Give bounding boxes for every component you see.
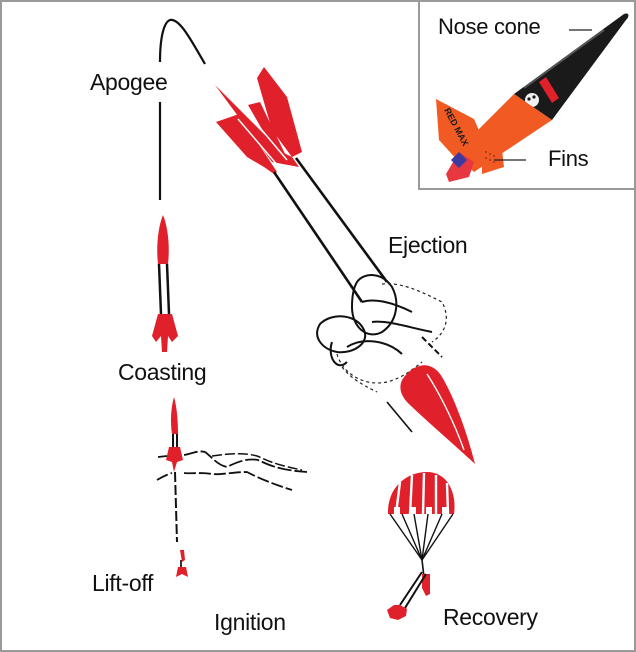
lift-off-scene — [156, 397, 308, 577]
callout-label-nose-cone: Nose cone — [438, 14, 541, 39]
stage-label-apogee: Apogee — [90, 69, 168, 95]
recovery-parachute — [387, 472, 455, 620]
ejection-rocket — [215, 67, 475, 464]
stage-label-lift-off: Lift-off — [92, 570, 154, 596]
model-rocket-photo: RED MAX — [436, 13, 629, 182]
model-lower-fin — [482, 142, 504, 174]
ejected-nose-cone — [400, 365, 475, 464]
stage-label-recovery: Recovery — [443, 604, 538, 630]
stage-label-coasting: Coasting — [118, 359, 207, 385]
stage-label-ignition: Ignition — [214, 609, 286, 635]
model-upper-fin — [436, 99, 484, 162]
model-rocket-inset: RED MAX Nose cone Fins — [418, 2, 634, 190]
trajectory-arc — [158, 18, 206, 200]
callout-label-fins: Fins — [548, 146, 589, 171]
stage-label-ejection: Ejection — [388, 232, 468, 258]
model-nose-cone — [514, 13, 629, 121]
coasting-rocket — [152, 215, 178, 352]
